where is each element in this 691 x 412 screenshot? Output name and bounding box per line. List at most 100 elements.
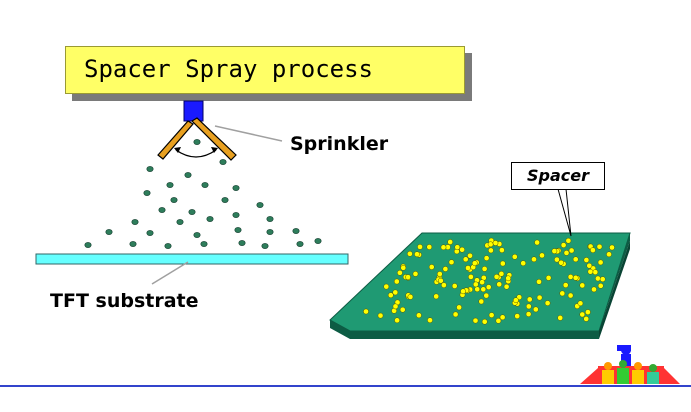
spacer-dot [488, 312, 495, 318]
spacer-dot [412, 271, 419, 277]
spray-droplet [219, 159, 227, 165]
spacer-dot [554, 256, 560, 263]
spacer-dot [526, 296, 533, 303]
spray-droplet [146, 166, 154, 172]
spacer-dot [471, 260, 478, 267]
spacer-dot [481, 266, 488, 272]
spacer-dot [460, 288, 466, 295]
spray-droplet [238, 240, 246, 246]
spacer-dot [544, 300, 551, 306]
spray-droplet [296, 241, 304, 247]
tft-substrate-bar [35, 253, 349, 265]
spray-droplet [129, 241, 137, 247]
spray-droplet [266, 229, 274, 235]
spacer-dot [579, 311, 586, 318]
spacer-label: Spacer [527, 166, 589, 185]
sprinkler-nozzle-icon [157, 100, 237, 161]
spacer-dot [514, 313, 521, 319]
sprinkler-pointer [214, 125, 283, 142]
spacer-dot [440, 244, 447, 251]
spacer-dot [560, 242, 567, 248]
spacer-dot [487, 241, 494, 248]
spacer-dot [577, 300, 584, 307]
spacer-dot [468, 274, 474, 280]
spacer-dot [532, 306, 539, 313]
spacer-dot [485, 284, 492, 290]
spacer-dot [481, 318, 488, 325]
spacer-dot [459, 246, 465, 253]
substrate-pointer [151, 261, 189, 285]
spacer-dot [567, 292, 574, 299]
spacer-dot [499, 260, 506, 267]
spacer-dot [579, 282, 586, 289]
spray-droplet [158, 207, 166, 213]
spacer-dot [472, 281, 479, 288]
spacer-dot [559, 290, 566, 297]
spacer-dot [456, 304, 462, 311]
spray-droplet [193, 232, 201, 238]
spacer-dot [363, 308, 369, 315]
sprinkler-label: Sprinkler [290, 133, 389, 155]
spray-droplet [166, 182, 174, 188]
spacer-dot [599, 276, 606, 283]
spray-droplet [146, 230, 154, 236]
spray-droplet [188, 209, 196, 215]
spacer-dot [478, 298, 485, 305]
spacer-dot [480, 286, 487, 293]
spray-droplet [176, 219, 184, 225]
spacer-dot [609, 244, 615, 251]
spacer-dot [393, 278, 400, 285]
spacer-dot [557, 315, 564, 321]
spacer-dot [520, 260, 527, 267]
spacer-dot [505, 275, 512, 282]
spacer-dot [397, 269, 403, 276]
spacer-dot [513, 297, 519, 304]
spacer-dot [558, 259, 564, 266]
spacer-dot [448, 259, 455, 266]
spray-droplet [131, 219, 139, 225]
spray-droplet [234, 227, 242, 233]
spacer-dot [551, 248, 558, 254]
spacer-dots [363, 237, 615, 325]
spacer-dot [534, 239, 540, 246]
spacer-dot [394, 317, 400, 324]
spacer-dot [407, 294, 414, 300]
spacer-dot [536, 294, 543, 301]
spacer-dot [441, 282, 447, 288]
spacer-dot [436, 271, 443, 277]
spacer-dot [427, 317, 433, 324]
spray-droplet [232, 185, 240, 191]
spacer-dot [405, 274, 411, 280]
spacer-dot [563, 250, 570, 256]
spacer-dot [499, 314, 506, 321]
spacer-dot [591, 286, 597, 293]
spacer-dot [498, 270, 505, 277]
spacer-dot [572, 274, 579, 281]
spacer-dot [467, 252, 473, 259]
spacer-dot [452, 311, 459, 318]
spacer-dot [536, 278, 542, 285]
spacer-dot [479, 279, 485, 286]
spray-droplets [84, 139, 322, 249]
spacer-dot [474, 286, 481, 293]
spacer-dot [592, 269, 599, 275]
tft-substrate-label: TFT substrate [50, 290, 199, 312]
spacer-dot [465, 265, 471, 271]
spacer-dot [590, 247, 596, 253]
spacer-dot [562, 282, 569, 288]
spacer-dot [596, 243, 603, 250]
spacer-dot [511, 253, 518, 260]
spacer-dot [545, 275, 552, 281]
spray-droplet [256, 202, 264, 208]
spacer-dot [525, 303, 532, 310]
spacer-dot [495, 317, 502, 324]
spray-droplet [84, 242, 92, 248]
spacer-dot [493, 273, 500, 280]
spacer-dot [426, 244, 433, 250]
spacer-dot [377, 312, 384, 319]
spacer-dot [416, 312, 422, 319]
spray-droplet [193, 139, 201, 145]
spacer-dot [572, 256, 579, 263]
page-title: Spacer Spray process [84, 55, 373, 83]
